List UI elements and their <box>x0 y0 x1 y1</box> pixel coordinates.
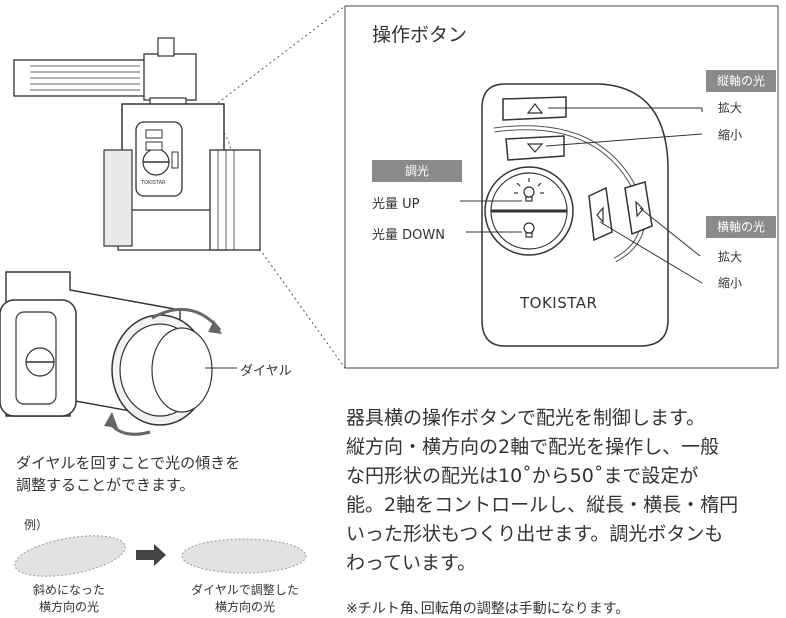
panel-title: 操作ボタン <box>372 24 468 46</box>
adjusted-light-ellipse <box>181 538 307 574</box>
dial-caption-line: ダイヤルを回すことで光の傾きを <box>16 454 241 472</box>
light-up-button[interactable] <box>491 171 567 209</box>
zoom-line-top <box>197 5 346 119</box>
callout-enlarge-horizontal: 拡大 <box>718 250 743 264</box>
callout-enlarge-vertical: 拡大 <box>718 101 743 115</box>
bulb-bright-icon <box>514 178 544 202</box>
dial-illustration <box>0 271 237 436</box>
horizontal-right-button[interactable] <box>624 181 653 236</box>
description-line: 器具横の操作ボタンで配光を制御します。 <box>346 407 706 429</box>
triangle-up-icon <box>526 103 544 114</box>
caption-line: ダイヤルで調整した <box>191 583 299 597</box>
description-line: な円形状の配光は10˚から50˚まで設定が <box>346 465 699 487</box>
tag-vertical-light: 縦軸の光 <box>706 70 776 92</box>
description-line: わっています。 <box>346 552 477 574</box>
example-after-caption: ダイヤルで調整した 横方向の光 <box>170 582 320 616</box>
caption-line: 横方向の光 <box>38 600 99 614</box>
tag-dimming: 調光 <box>372 160 462 182</box>
caption-line: 横方向の光 <box>214 600 275 614</box>
arrow-right-icon <box>136 544 166 566</box>
tilted-light-ellipse <box>14 535 126 577</box>
description-line: いった形状もつくり出せます。調光ボタンも <box>346 523 724 545</box>
footnote: ※チルト角､回転角の調整は手動になります。 <box>346 601 630 617</box>
vertical-up-button[interactable] <box>502 96 567 121</box>
callout-light-down: 光量 DOWN <box>372 228 445 243</box>
rotate-arrow-icon <box>208 320 222 334</box>
example-before-caption: 斜めになった 横方向の光 <box>14 582 124 616</box>
callout-shrink-vertical: 縮小 <box>718 128 743 142</box>
horizontal-left-button[interactable] <box>588 186 613 242</box>
vertical-down-button[interactable] <box>505 135 565 161</box>
tag-horizontal-light: 横軸の光 <box>706 216 776 238</box>
bulb-dim-icon <box>523 222 535 238</box>
dial-label: ダイヤル <box>240 364 292 379</box>
brand-logo-small: TOKISTAR <box>141 180 166 186</box>
callout-shrink-horizontal: 縮小 <box>718 276 743 290</box>
triangle-left-icon <box>596 206 604 224</box>
dial-caption: ダイヤルを回すことで光の傾きを 調整することができます。 <box>16 452 316 496</box>
dial-caption-line: 調整することができます。 <box>16 476 195 494</box>
callout-light-up: 光量 UP <box>372 197 420 212</box>
fixture-illustration <box>13 37 261 251</box>
triangle-down-icon <box>526 143 544 153</box>
description-line: 能。2軸をコントロールし、縦長・横長・楕円 <box>346 494 739 516</box>
zoom-line-bottom <box>209 179 346 369</box>
description-line: 縦方向・横方向の2軸で配光を操作し、一般 <box>346 436 720 458</box>
description: 器具横の操作ボタンで配光を制御します。 縦方向・横方向の2軸で配光を操作し、一般… <box>346 404 776 578</box>
caption-line: 斜めになった <box>32 583 105 597</box>
triangle-right-icon <box>635 200 644 218</box>
example-label: 例） <box>24 518 49 532</box>
brand-logo: TOKISTAR <box>520 294 598 312</box>
light-down-button[interactable] <box>491 213 567 251</box>
